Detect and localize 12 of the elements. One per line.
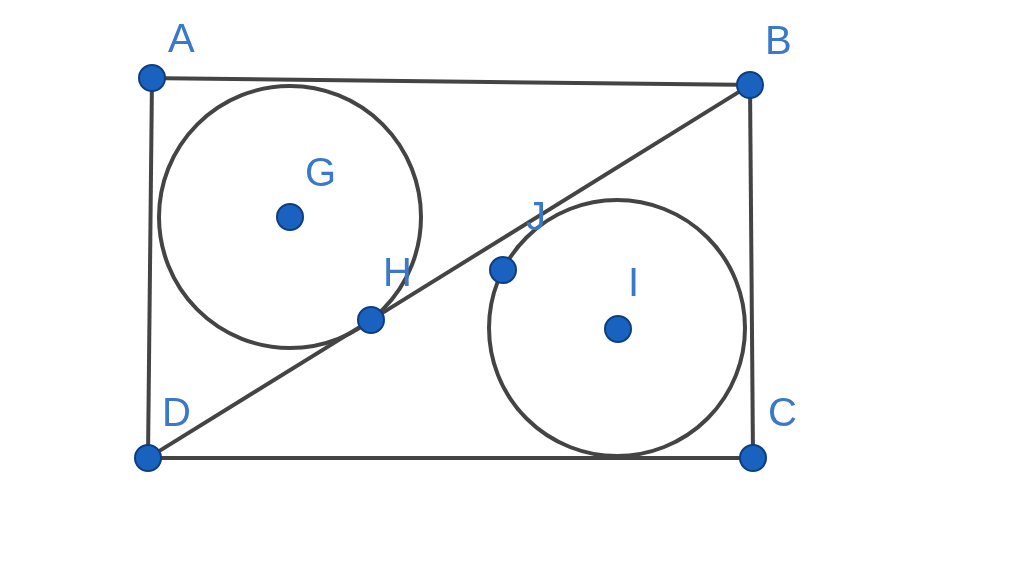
point-label: A — [168, 18, 195, 58]
line-segment — [146, 90, 154, 446]
point-label: C — [768, 392, 797, 432]
point-label: I — [628, 262, 640, 302]
point-label: H — [383, 252, 412, 292]
line-segment — [164, 76, 738, 87]
point-label: G — [305, 152, 337, 192]
point-label: B — [765, 20, 792, 60]
point-label: D — [162, 392, 191, 432]
line-segment — [381, 90, 740, 315]
line-segment — [748, 98, 755, 445]
line-segment — [161, 456, 740, 460]
